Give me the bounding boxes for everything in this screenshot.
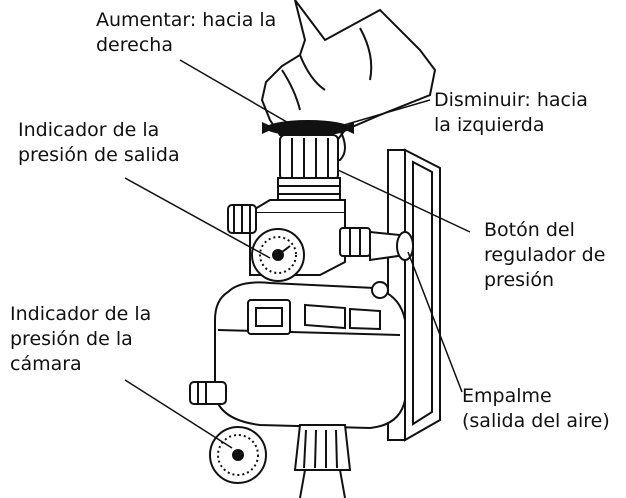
leader-output-gauge xyxy=(124,177,271,259)
label-output-gauge-line2: presión de salida xyxy=(18,144,180,166)
label-increase: Aumentar: hacia la derecha xyxy=(96,8,276,58)
label-decrease: Disminuir: hacia la izquierda xyxy=(434,88,588,138)
leader-lines xyxy=(124,59,471,449)
label-decrease-line1: Disminuir: hacia xyxy=(434,89,588,111)
chamber-valve xyxy=(189,381,227,405)
label-output-gauge-line1: Indicador de la xyxy=(18,119,160,141)
label-increase-line1: Aumentar: hacia la xyxy=(96,9,277,31)
outlet-fitting xyxy=(339,227,414,262)
label-increase-line2: derecha xyxy=(96,34,173,56)
regulator-knob xyxy=(279,134,339,181)
bleed-valve xyxy=(227,204,257,234)
leader-chamber-gauge xyxy=(124,379,233,449)
output-pressure-gauge-icon xyxy=(251,228,305,282)
label-output-gauge: Indicador de la presión de salida xyxy=(18,118,180,168)
label-chamber-gauge: Indicador de la presión de la cámara xyxy=(10,302,151,377)
leader-increase xyxy=(179,59,293,126)
label-fitting-line2: (salida del aire) xyxy=(462,410,610,432)
label-chamber-line3: cámara xyxy=(10,353,82,375)
label-knob-line2: regulador de xyxy=(484,244,606,266)
label-chamber-line1: Indicador de la xyxy=(10,303,152,325)
label-knob-line1: Botón del xyxy=(484,219,575,241)
chamber-pressure-gauge-icon xyxy=(209,426,267,484)
label-regulator-knob: Botón del regulador de presión xyxy=(484,218,605,293)
chamber-housing xyxy=(214,281,406,430)
leader-fitting xyxy=(407,251,463,393)
label-chamber-line2: presión de la xyxy=(10,328,133,350)
label-decrease-line2: la izquierda xyxy=(434,114,545,136)
rotation-arrow-icon xyxy=(262,120,354,136)
leader-knob xyxy=(337,169,471,233)
leader-decrease xyxy=(343,99,431,126)
bottom-hose-fitting xyxy=(293,424,352,498)
label-fitting: Empalme (salida del aire) xyxy=(462,384,610,434)
label-fitting-line1: Empalme xyxy=(462,385,552,407)
hand-icon xyxy=(260,0,437,163)
label-knob-line3: presión xyxy=(484,269,554,291)
